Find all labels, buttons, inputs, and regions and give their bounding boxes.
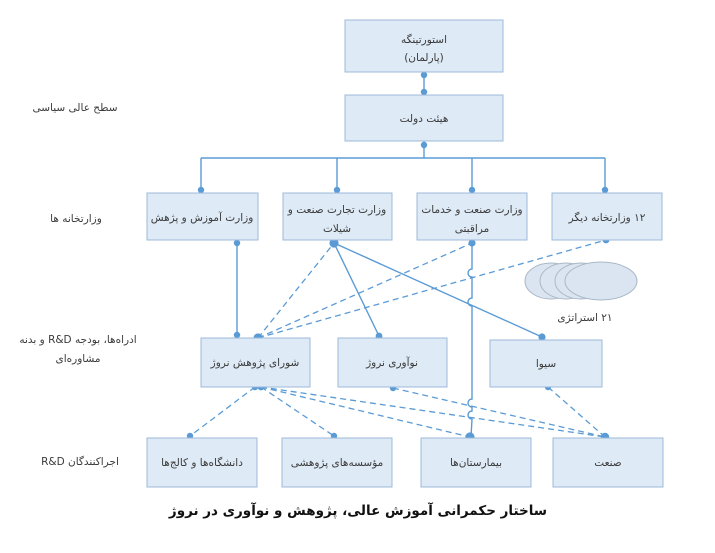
row-label-ministries: وزارتخانه ها bbox=[50, 213, 102, 225]
node-parliament-box bbox=[344, 19, 504, 73]
node-research-institutes-label: مؤسسه‌های پژوهشی bbox=[291, 457, 384, 469]
row-labels: سطح عالی سیاسی وزارتخانه ها ادراه‌ها، بو… bbox=[19, 102, 136, 468]
node-industry: صنعت bbox=[552, 437, 664, 488]
node-innovation-norway: نوآوری نروژ bbox=[337, 337, 448, 388]
dashed-researchcouncil-institutes bbox=[260, 386, 335, 437]
node-ministry-health-label-line1: وزارت صنعت و خدمات bbox=[421, 204, 522, 216]
node-cabinet-box bbox=[344, 94, 504, 142]
dashed-researchcouncil-other bbox=[257, 239, 607, 339]
node-cabinet-label: هیئت دولت bbox=[400, 113, 449, 125]
node-ministry-education-label: وزارت آموزش و پژهش bbox=[151, 211, 254, 224]
node-ministry-trade-box bbox=[282, 192, 393, 241]
node-parliament-label-line2: (پارلمان) bbox=[404, 52, 444, 64]
node-ministry-trade-industry-fisheries: وزارت تجارت صنعت و شیلات bbox=[282, 192, 393, 241]
node-hospitals-label: بیمارستان‌ها bbox=[450, 457, 502, 469]
node-ministry-other-box bbox=[551, 192, 663, 241]
connector-trade-siva bbox=[333, 242, 543, 338]
node-ministry-education-research: وزارت آموزش و پژهش bbox=[146, 192, 259, 241]
node-ministry-education-box bbox=[146, 192, 259, 241]
node-siva-label: سیوا bbox=[536, 358, 556, 370]
node-research-institutes: مؤسسه‌های پژوهشی bbox=[281, 437, 393, 488]
connectors-solid bbox=[200, 72, 606, 438]
node-innovation-norway-box bbox=[337, 337, 448, 388]
dashed-researchcouncil-hospitals bbox=[260, 386, 471, 438]
node-ministry-health-label-line2: مراقبتی bbox=[455, 223, 489, 235]
connectors-dashed bbox=[189, 239, 607, 438]
node-research-council-label: شورای پژوهش نروژ bbox=[210, 357, 300, 369]
node-cabinet: هیئت دولت bbox=[344, 94, 504, 142]
node-hospitals-box bbox=[420, 437, 532, 488]
dashed-researchcouncil-health bbox=[257, 242, 473, 339]
dashed-researchcouncil-trade bbox=[257, 242, 335, 339]
node-universities-label: دانشگاه‌ها و کالج‌ها bbox=[161, 456, 243, 469]
strategies-label: ۲۱ استراتژی bbox=[557, 312, 612, 324]
row-label-agencies-line2: مشاوره‌ای bbox=[56, 353, 101, 365]
node-ministry-other: ۱۲ وزارتخانه دیگر bbox=[551, 192, 663, 241]
node-ministry-other-label: ۱۲ وزارتخانه دیگر bbox=[568, 211, 646, 224]
node-ministry-health-care: وزارت صنعت و خدمات مراقبتی bbox=[416, 192, 528, 241]
row-label-rd-performers: اجراکنندگان R&D bbox=[41, 455, 119, 468]
node-hospitals: بیمارستان‌ها bbox=[420, 437, 532, 488]
node-industry-box bbox=[552, 437, 664, 488]
dashed-siva-industry bbox=[547, 386, 606, 438]
node-ministry-health-box bbox=[416, 192, 528, 241]
dashed-researchcouncil-industry bbox=[260, 386, 606, 438]
strategies-ellipses: ۲۱ استراتژی bbox=[524, 261, 638, 324]
figure-caption: ساختار حکمرانی آموزش عالی، پژوهش و نوآور… bbox=[168, 502, 547, 519]
node-research-council: شورای پژوهش نروژ bbox=[200, 337, 311, 388]
connector-trade-innovation bbox=[333, 242, 380, 337]
node-parliament-label-line1: استورتینگه bbox=[401, 33, 447, 46]
node-industry-label: صنعت bbox=[594, 457, 622, 469]
node-parliament: استورتینگه (پارلمان) bbox=[344, 19, 504, 73]
dashed-researchcouncil-universities bbox=[189, 386, 256, 437]
node-siva-box bbox=[489, 339, 603, 388]
node-universities-colleges: دانشگاه‌ها و کالج‌ها bbox=[146, 437, 258, 488]
row-label-political-level: سطح عالی سیاسی bbox=[33, 102, 118, 114]
node-ministry-trade-label-line1: وزارت تجارت صنعت و bbox=[287, 204, 386, 216]
node-ministry-trade-label-line2: شیلات bbox=[323, 223, 351, 235]
node-research-institutes-box bbox=[281, 437, 393, 488]
connector-health-hospitals bbox=[467, 243, 473, 438]
row-label-agencies-line1: ادراه‌ها، بودجه R&D و بدنه bbox=[19, 334, 136, 346]
node-innovation-norway-label: نوآوری نروژ bbox=[365, 356, 418, 369]
dashed-innovation-industry bbox=[392, 387, 606, 438]
node-siva: سیوا bbox=[489, 339, 603, 388]
strategy-ellipse bbox=[564, 261, 638, 301]
node-universities-box bbox=[146, 437, 258, 488]
node-research-council-box bbox=[200, 337, 311, 388]
